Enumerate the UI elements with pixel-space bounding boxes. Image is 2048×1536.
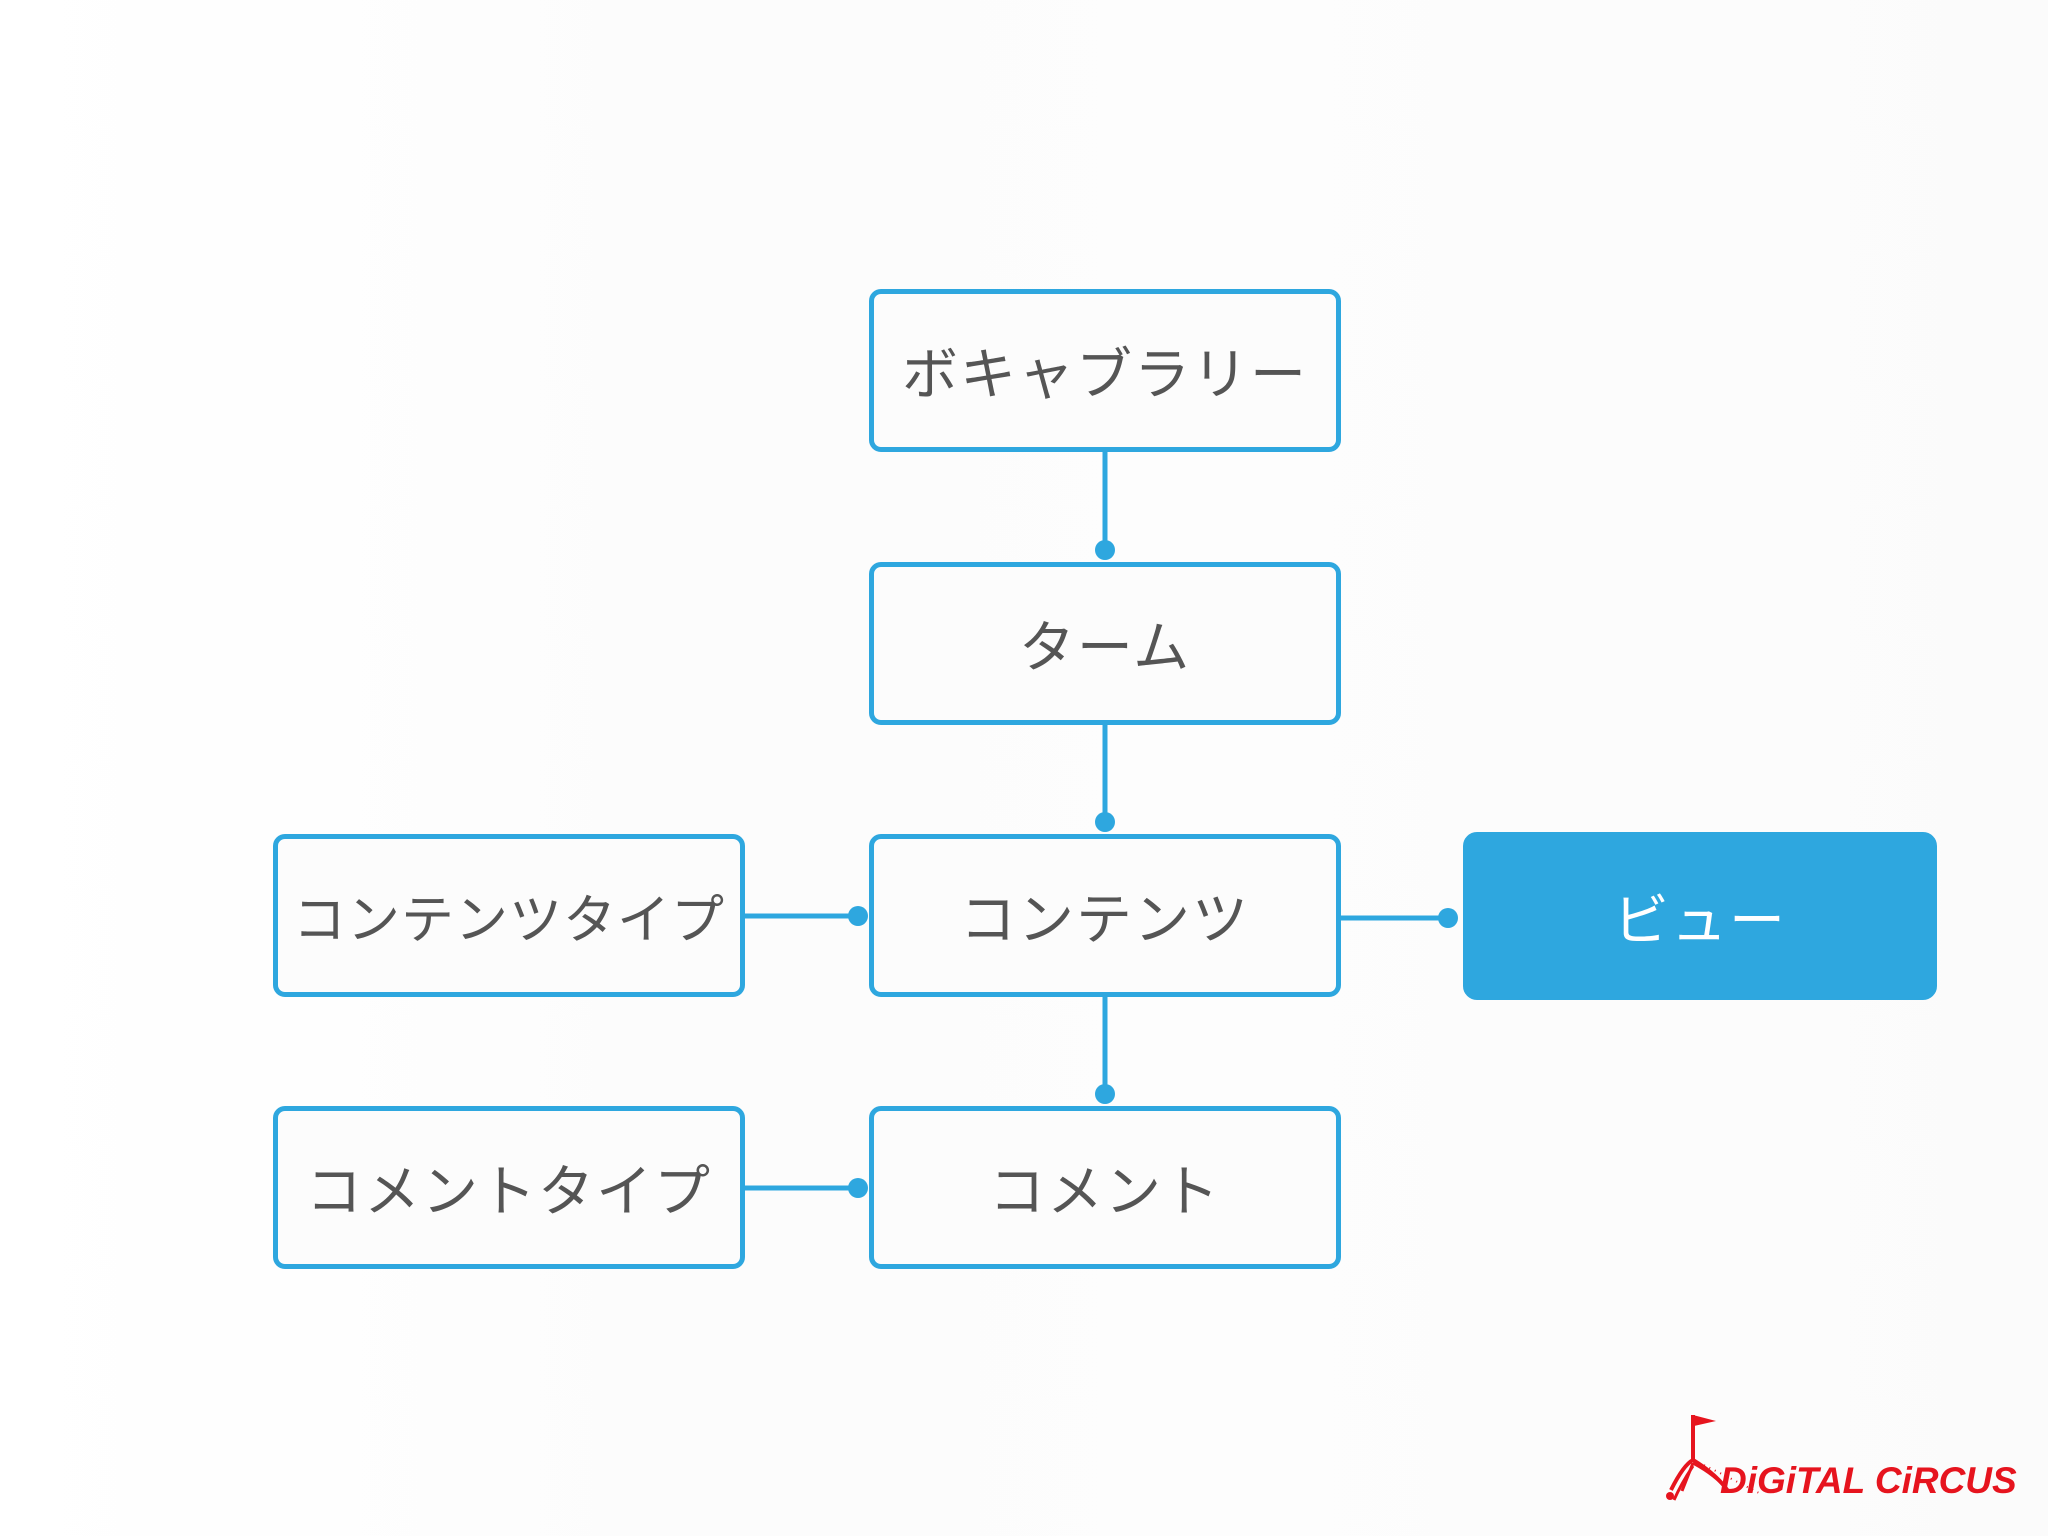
edge-comment-type-comment-endpoint xyxy=(848,1178,868,1198)
circus-tent-icon xyxy=(1666,1415,1760,1501)
node-comment: コメント xyxy=(869,1106,1341,1269)
edge-content-type-content-endpoint xyxy=(848,906,868,926)
edge-term-content-endpoint xyxy=(1095,812,1115,832)
node-content-type: コンテンツタイプ xyxy=(273,834,745,997)
node-view: ビュー xyxy=(1463,832,1937,1000)
node-comment-type: コメントタイプ xyxy=(273,1106,745,1269)
edge-content-comment-endpoint xyxy=(1095,1084,1115,1104)
edge-vocabulary-term-endpoint xyxy=(1095,540,1115,560)
edge-content-view-endpoint xyxy=(1438,908,1458,928)
logo-wordmark: DiGiTAL CiRCUS xyxy=(1720,1460,2017,1501)
digital-circus-logo: DiGiTAL CiRCUS xyxy=(1664,1408,2017,1508)
node-term: ターム xyxy=(869,562,1341,725)
node-vocabulary: ボキャブラリー xyxy=(869,289,1341,452)
node-content: コンテンツ xyxy=(869,834,1341,997)
